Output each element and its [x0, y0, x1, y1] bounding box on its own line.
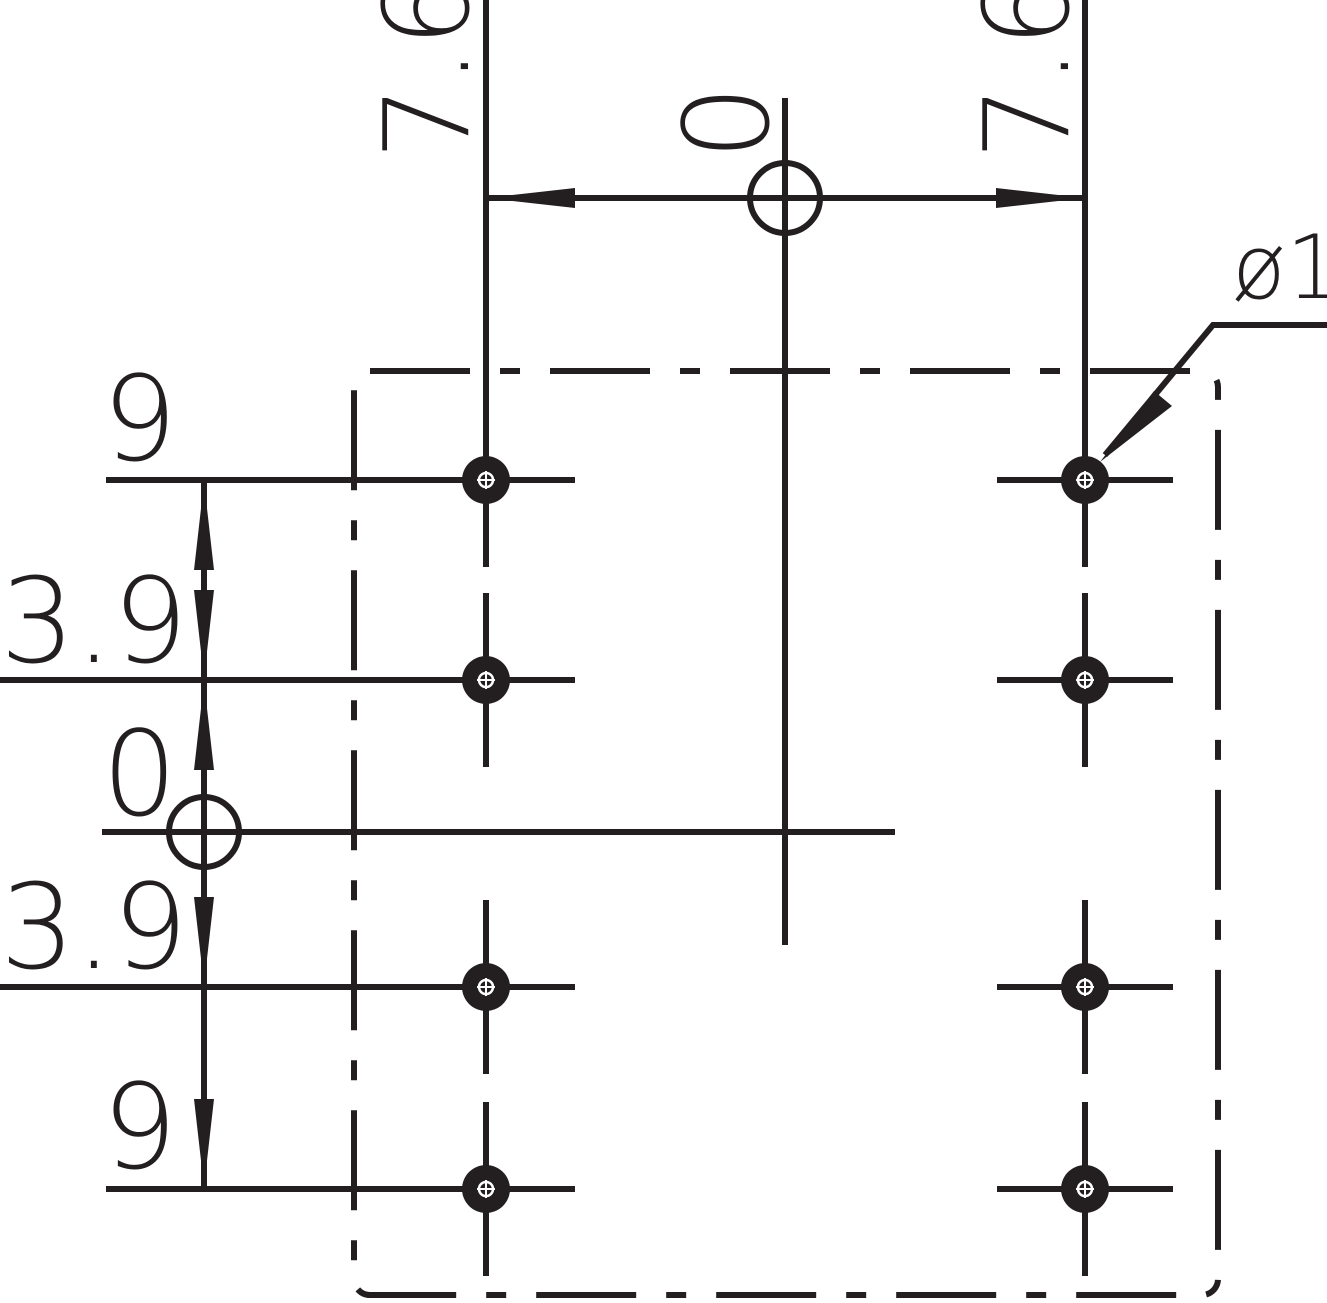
arrow-up-3.9 — [194, 682, 214, 770]
dim-left-top-label: 9 — [102, 350, 177, 488]
dim-left-bottom-label: 9 — [102, 1058, 177, 1196]
dim-top-right-label: 7.6 — [958, 0, 1096, 160]
horizontal-origin-marker — [747, 160, 823, 236]
right-arrowhead — [996, 188, 1085, 208]
dim-left-upper-label: 3.9 — [0, 552, 188, 690]
arrow-up-9 — [194, 482, 214, 570]
dim-top-left-label: 7.6 — [358, 0, 496, 160]
hole-diameter-label: ø1 — [1232, 216, 1327, 319]
arrow-down-3.9 — [194, 590, 214, 678]
dim-top-origin-label: 0 — [658, 85, 796, 160]
arrow-down-9 — [194, 1099, 214, 1187]
vertical-origin-marker — [166, 794, 242, 870]
diameter-leader-arrowhead — [1100, 391, 1172, 462]
left-arrowhead — [486, 188, 575, 208]
pin-group — [398, 393, 1173, 1276]
arrow-down-3.9-lower — [194, 897, 214, 985]
dim-left-lower-label: 3.9 — [0, 858, 188, 996]
dim-left-origin-label: 0 — [102, 705, 177, 843]
